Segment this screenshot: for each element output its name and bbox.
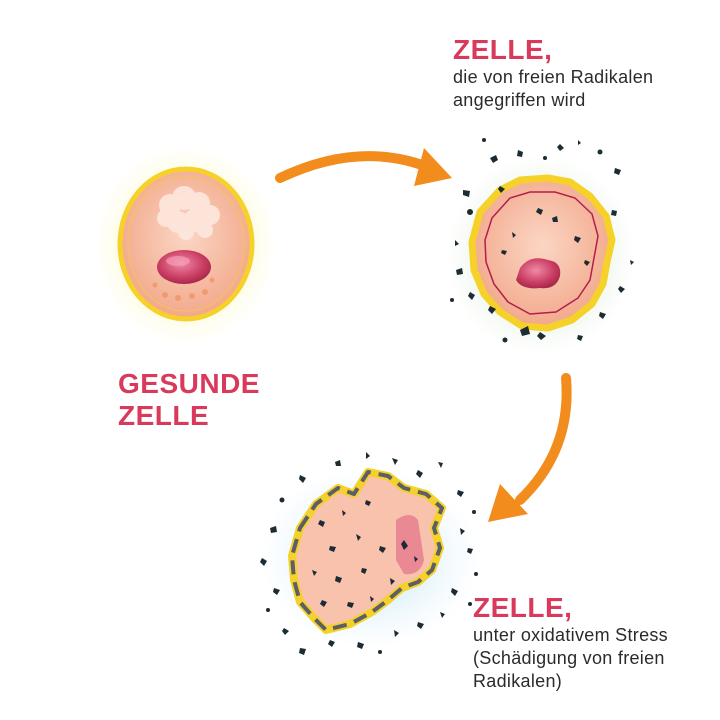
healthy-cell-inner-membrane: [127, 176, 245, 312]
healthy-cell: [94, 145, 278, 345]
arrow-to-stressed-cell: [488, 373, 572, 522]
radicals-attacked: [450, 138, 634, 343]
stressed-cell-label: ZELLE, unter oxidativem Stress (Schädigu…: [473, 592, 668, 693]
stressed-cell-desc-line3: Radikalen): [473, 671, 563, 691]
arrow-to-attacked-cell: [275, 148, 452, 186]
attacked-cell-inner-membrane: [484, 191, 599, 315]
healthy-cell-nucleus: [157, 250, 211, 284]
attacked-cell-desc-line2: angegriffen wird: [453, 90, 586, 110]
attacked-cell: [446, 155, 636, 355]
attacked-cell-title: ZELLE,: [453, 34, 553, 65]
healthy-cell-label-line1: GESUNDE: [118, 368, 260, 399]
stressed-cell-title: ZELLE,: [473, 592, 573, 623]
stressed-cell: [260, 468, 480, 648]
healthy-cell-label-line2: ZELLE: [118, 400, 210, 431]
healthy-cell-vacuole: [157, 186, 220, 240]
stressed-cell-desc-line1: unter oxidativem Stress: [473, 625, 668, 645]
attacked-cell-label: ZELLE, die von freien Radikalen angegrif…: [453, 34, 653, 112]
stressed-cell-desc-line2: (Schädigung von freien: [473, 648, 665, 668]
radicals-stressed: [260, 452, 478, 655]
healthy-cell-label: GESUNDE ZELLE: [118, 368, 260, 432]
healthy-cell-membrane: [117, 166, 255, 322]
attacked-cell-nucleus: [516, 258, 561, 289]
healthy-cell-organelles: [152, 277, 215, 301]
attacked-cell-desc-line1: die von freien Radikalen: [453, 67, 654, 87]
attacked-cell-membrane: [468, 174, 616, 332]
